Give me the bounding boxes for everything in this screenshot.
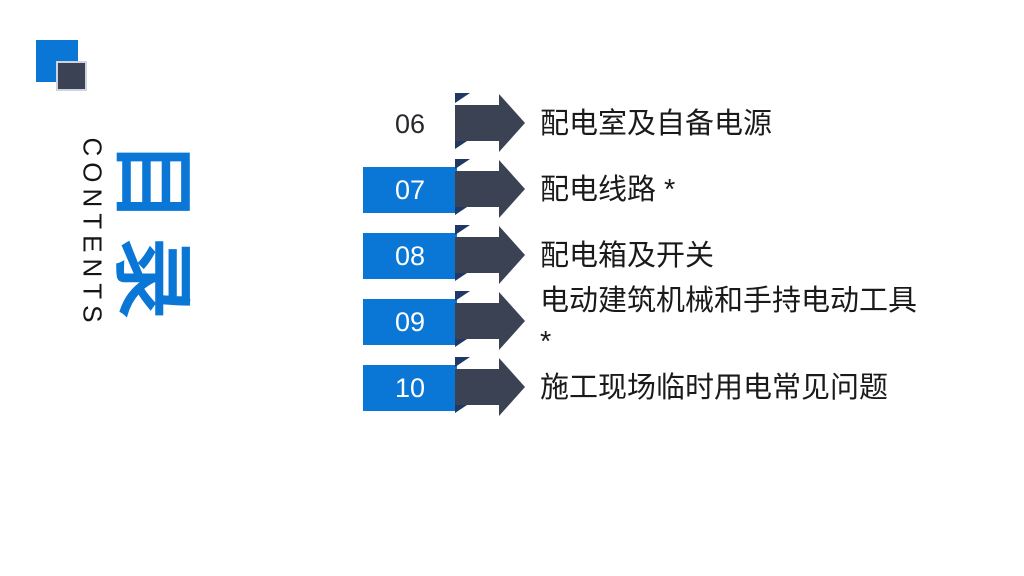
ribbon-arrow-icon: [455, 357, 525, 416]
ribbon-arrow-icon: [455, 93, 525, 152]
arrow-wrap: [455, 93, 525, 152]
toc-item-label: 施工现场临时用电常见问题: [540, 371, 889, 404]
toc-number-box: 06: [394, 108, 426, 139]
toc-row[interactable]: 10 施工现场临时用电常见问题: [363, 357, 940, 416]
toc-row[interactable]: 06 配电室及自备电源: [363, 93, 940, 152]
toc-item-label: 配电箱及开关: [540, 239, 715, 272]
toc-number-box: 10: [363, 365, 457, 411]
toc-row[interactable]: 07 配电线路 *: [363, 159, 940, 218]
toc-row[interactable]: 08 配电箱及开关: [363, 225, 940, 284]
arrow-wrap: [455, 357, 525, 416]
arrow-wrap: [455, 225, 525, 284]
ribbon-arrow-icon: [455, 225, 525, 284]
toc-item-label: 配电线路 *: [540, 173, 676, 206]
toc-list: 06 配电室及自备电源 07 配电线路 * 08 配电箱及开关 09 电动建筑机械和手持电动工…: [363, 93, 940, 431]
toc-title-block: 目录 CONTENTS: [77, 127, 198, 334]
toc-item-label: 电动建筑机械和手持电动工具 *: [540, 285, 918, 358]
decor-dark-square: [56, 61, 87, 91]
toc-row[interactable]: 09 电动建筑机械和手持电动工具 *: [363, 285, 940, 358]
arrow-wrap: [455, 291, 525, 350]
toc-number-box: 08: [363, 233, 457, 279]
toc-number-box: 09: [363, 299, 457, 345]
ribbon-arrow-icon: [455, 291, 525, 350]
page-subtitle: CONTENTS: [77, 137, 108, 329]
arrow-wrap: [455, 159, 525, 218]
page-title: 目录: [106, 140, 198, 334]
ribbon-arrow-icon: [455, 159, 525, 218]
toc-item-label: 配电室及自备电源: [540, 107, 773, 140]
toc-number-box: 07: [363, 167, 457, 213]
